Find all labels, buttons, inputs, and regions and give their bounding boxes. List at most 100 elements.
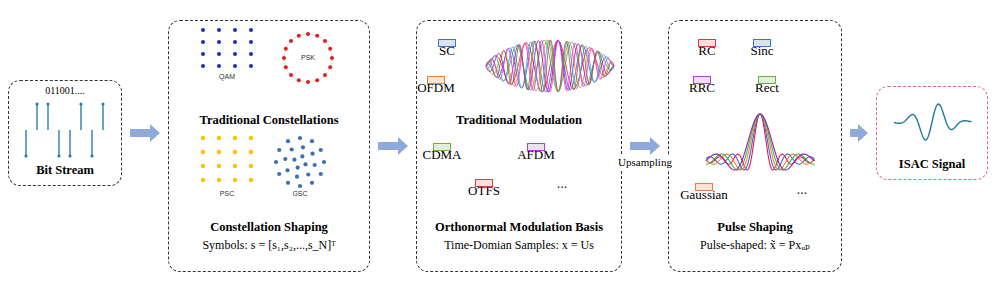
subcarrier-wave	[486, 40, 614, 91]
gsc-point	[319, 148, 323, 152]
stage-title: ISAC Signal	[899, 157, 965, 172]
method-name: OFDM	[417, 80, 455, 96]
psk-point	[284, 65, 288, 69]
bit-line	[80, 104, 81, 130]
psk-point	[315, 78, 319, 82]
bit-line	[69, 130, 70, 156]
method-box: Rect	[758, 76, 776, 84]
psc-point	[233, 150, 237, 154]
psc-point	[249, 136, 253, 140]
gsc-point	[310, 152, 314, 156]
psk-point	[289, 39, 293, 43]
pulse-curve	[706, 114, 815, 170]
gsc-point	[298, 184, 302, 188]
psc-point	[249, 150, 253, 154]
psc-point	[249, 164, 253, 168]
gsc-point	[319, 172, 323, 176]
qam-point	[217, 64, 221, 68]
psc-point	[233, 164, 237, 168]
stage-note: Symbols: s = [s₁,s₂,...,s_N]ᵀ	[202, 238, 335, 253]
bit-dot	[35, 102, 38, 105]
stage-panel: Traditional ModulationOrthonormal Modula…	[416, 20, 622, 272]
subcarrier-wave	[486, 40, 614, 92]
pulse-curve	[706, 114, 815, 170]
psk-point	[323, 73, 327, 77]
edge-label: Upsampling	[617, 156, 673, 169]
psc-point	[249, 178, 253, 182]
method-name: AFDM	[517, 147, 555, 163]
psk-point	[297, 34, 301, 38]
constellation-name: QAM	[219, 73, 235, 80]
psc-point	[217, 150, 221, 154]
psc-point	[217, 164, 221, 168]
psk-point	[328, 47, 332, 51]
bit-dot	[101, 102, 104, 105]
psk-point	[297, 78, 301, 82]
gsc-point	[313, 163, 317, 167]
bit-dot	[90, 154, 93, 157]
psk-point	[330, 56, 334, 60]
ellipsis-mark: ...	[797, 182, 808, 198]
psc-point	[201, 178, 205, 182]
stage-panel: Traditional ConstellationsConstellation …	[168, 20, 370, 272]
bit-line	[36, 104, 37, 130]
bit-dot	[68, 154, 71, 157]
stage-title: Pulse Shaping	[717, 220, 792, 235]
method-name: SC	[439, 43, 455, 59]
qam-point	[201, 28, 205, 32]
ellipsis-mark: ...	[557, 176, 568, 192]
method-name: CDMA	[422, 147, 461, 163]
stage-title: Constellation Shaping	[210, 220, 328, 235]
stage-panel: Pulse ShapingPulse-shaped: x̃ = Pxᵤₚ RC Si…	[668, 20, 842, 272]
stage-title: Traditional Modulation	[456, 113, 582, 128]
qam-point	[201, 40, 205, 44]
psc-point	[233, 136, 237, 140]
qam-point	[249, 52, 253, 56]
subcarrier-wave	[486, 40, 614, 91]
constellation-name: PSC	[220, 190, 234, 197]
bit-line	[58, 130, 59, 156]
method-name: RRC	[689, 80, 715, 96]
method-box: Sinc	[753, 39, 771, 47]
qam-point	[249, 40, 253, 44]
flow-arrow	[378, 137, 408, 155]
gsc-point	[292, 158, 296, 162]
constellation-name: PSK	[301, 54, 315, 61]
qam-point	[233, 40, 237, 44]
gsc-point	[310, 139, 314, 143]
gsc-point	[295, 175, 299, 179]
method-name: Sinc	[750, 43, 773, 59]
psc-point	[201, 164, 205, 168]
subcarrier-wave	[486, 40, 614, 92]
method-box: RRC	[693, 76, 711, 84]
method-box: OFDM	[427, 76, 445, 84]
bit-dot	[24, 154, 27, 157]
stage-note: Pulse-shaped: x̃ = Pxᵤₚ	[700, 238, 810, 253]
psc-point	[201, 136, 205, 140]
gsc-point	[274, 160, 278, 164]
psk-point	[282, 56, 286, 60]
stage-panel: ISAC Signal	[876, 86, 988, 180]
psc-point	[233, 178, 237, 182]
qam-point	[217, 28, 221, 32]
psk-point	[306, 80, 310, 84]
gsc-point	[286, 139, 290, 143]
gsc-point	[310, 181, 314, 185]
bit-line	[102, 104, 103, 130]
stage-title: Bit Stream	[36, 163, 94, 178]
psc-point	[217, 136, 221, 140]
method-name: RC	[698, 43, 715, 59]
method-box: SC	[438, 39, 456, 47]
subcarrier-wave	[486, 40, 614, 92]
stage-note: 011001....	[45, 85, 85, 96]
method-name: OTFS	[468, 183, 500, 199]
gsc-point	[306, 172, 310, 176]
psk-point	[284, 47, 288, 51]
qam-point	[201, 52, 205, 56]
bit-dot	[57, 154, 60, 157]
psk-point	[323, 39, 327, 43]
flow-arrow	[850, 124, 868, 142]
qam-point	[217, 52, 221, 56]
